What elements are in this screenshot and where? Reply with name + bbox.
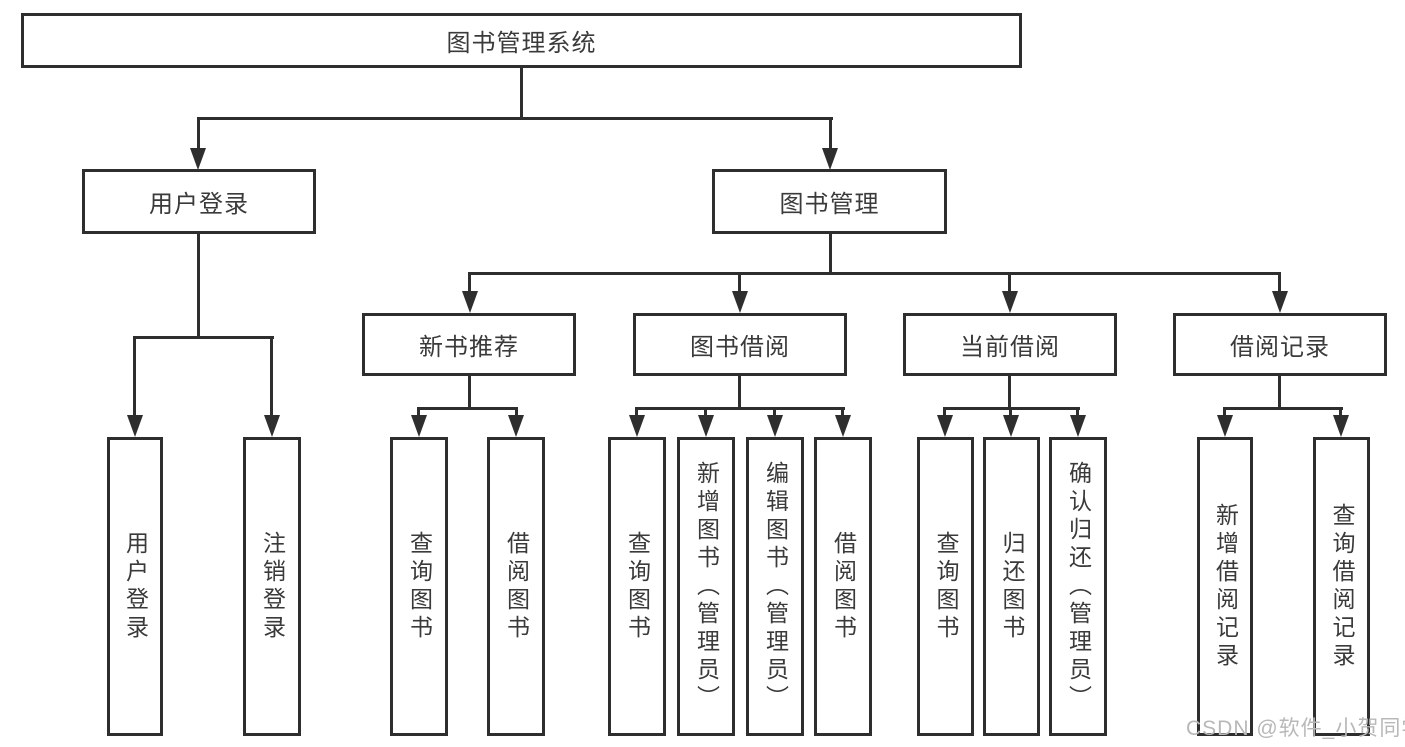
node-query-books-current: 查询图书: [917, 437, 974, 736]
connector-drop: [1339, 407, 1342, 417]
node-library-management-system-label: 图书管理系统: [446, 30, 597, 57]
node-return-books-label: 归还图书: [999, 530, 1025, 643]
connector-drop: [1223, 407, 1226, 417]
arrow-down-icon: [1002, 291, 1018, 313]
node-add-books-admin-label: 新增图书（管理员）: [693, 460, 720, 713]
node-edit-books-admin: 编辑图书（管理员）: [746, 437, 804, 736]
arrow-down-icon: [190, 148, 206, 170]
node-library-management-system: 图书管理系统: [21, 13, 1022, 68]
node-query-books-recommend-label: 查询图书: [406, 530, 433, 643]
node-borrow-records: 借阅记录: [1173, 313, 1387, 376]
connector-drop: [704, 407, 707, 417]
node-query-books-borrow: 查询图书: [608, 437, 666, 736]
connector-user-login-stem: [197, 234, 200, 338]
node-borrow-books-leaf: 借阅图书: [814, 437, 872, 736]
arrow-down-icon: [462, 291, 478, 313]
arrow-down-icon: [1070, 415, 1086, 437]
connector-book-management-stem: [829, 234, 832, 275]
node-return-books: 归还图书: [983, 437, 1040, 736]
arrow-down-icon: [822, 148, 838, 170]
node-add-borrow-record: 新增借阅记录: [1197, 437, 1253, 736]
arrow-down-icon: [508, 415, 524, 437]
arrow-down-icon: [1003, 415, 1019, 437]
connector-drop-new-book: [468, 272, 471, 291]
connector-drop: [1076, 407, 1079, 417]
arrow-down-icon: [411, 415, 427, 437]
node-current-borrow-label: 当前借阅: [960, 334, 1060, 361]
connector-drop: [773, 407, 776, 417]
connector-book-borrow-stem: [738, 376, 741, 410]
node-logout-leaf: 注销登录: [243, 437, 301, 736]
node-user-login-label: 用户登录: [149, 191, 249, 218]
connector-drop: [943, 407, 946, 417]
arrow-down-icon: [835, 415, 851, 437]
connector-drop-current-borrow: [1008, 272, 1011, 291]
arrow-down-icon: [264, 415, 280, 437]
connector-drop-book-management: [829, 117, 832, 151]
connector-book-borrow-splitter: [635, 407, 845, 410]
arrow-down-icon: [698, 415, 714, 437]
node-query-borrow-record: 查询借阅记录: [1313, 437, 1370, 736]
node-borrow-books-recommend-label: 借阅图书: [503, 530, 530, 643]
node-query-books-recommend: 查询图书: [390, 437, 448, 736]
node-edit-books-admin-label: 编辑图书（管理员）: [762, 460, 789, 713]
arrow-down-icon: [1217, 415, 1233, 437]
connector-new-book-splitter: [417, 407, 518, 410]
node-logout-leaf-label: 注销登录: [259, 530, 286, 643]
connector-user-login-splitter: [133, 336, 274, 339]
connector-drop: [635, 407, 638, 417]
node-borrow-books-leaf-label: 借阅图书: [830, 530, 857, 643]
node-confirm-return-admin-label: 确认归还（管理员）: [1065, 460, 1092, 713]
connector-drop-login: [133, 336, 136, 417]
node-login-leaf: 用户登录: [107, 437, 163, 736]
connector-drop: [515, 407, 518, 417]
node-user-login: 用户登录: [82, 169, 316, 234]
arrow-down-icon: [732, 291, 748, 313]
arrow-down-icon: [1333, 415, 1349, 437]
connector-level2-splitter: [468, 272, 1281, 275]
node-new-book-recommend: 新书推荐: [362, 313, 576, 376]
node-confirm-return-admin: 确认归还（管理员）: [1049, 437, 1107, 736]
node-login-leaf-label: 用户登录: [122, 530, 149, 643]
arrow-down-icon: [767, 415, 783, 437]
node-query-books-current-label: 查询图书: [933, 530, 959, 643]
node-book-management-label: 图书管理: [779, 191, 880, 218]
node-borrow-records-label: 借阅记录: [1230, 334, 1330, 361]
node-book-borrow: 图书借阅: [633, 313, 847, 376]
connector-root-splitter: [197, 117, 833, 120]
connector-root-stem: [520, 68, 523, 117]
connector-drop: [841, 407, 844, 417]
arrow-down-icon: [127, 415, 143, 437]
connector-drop-user-login: [197, 117, 200, 151]
connector-drop-borrow-records: [1278, 272, 1281, 291]
node-query-borrow-record-label: 查询借阅记录: [1329, 502, 1355, 671]
node-book-borrow-label: 图书借阅: [690, 334, 790, 361]
csdn-watermark: CSDN @软件_小贺同学: [1186, 717, 1405, 740]
connector-drop-logout: [270, 336, 273, 417]
arrow-down-icon: [629, 415, 645, 437]
arrow-down-icon: [937, 415, 953, 437]
connector-drop-book-borrow: [738, 272, 741, 291]
connector-drop: [1009, 407, 1012, 417]
connector-current-borrow-stem: [1008, 376, 1011, 410]
node-book-management: 图书管理: [712, 169, 947, 234]
node-new-book-recommend-label: 新书推荐: [419, 334, 519, 361]
connector-borrow-records-splitter: [1223, 407, 1343, 410]
arrow-down-icon: [1272, 291, 1288, 313]
connector-new-book-stem: [468, 376, 471, 410]
node-borrow-books-recommend: 借阅图书: [487, 437, 545, 736]
connector-drop: [417, 407, 420, 417]
connector-borrow-records-stem: [1278, 376, 1281, 410]
node-add-borrow-record-label: 新增借阅记录: [1212, 502, 1239, 671]
node-add-books-admin: 新增图书（管理员）: [677, 437, 735, 736]
node-query-books-borrow-label: 查询图书: [624, 530, 651, 643]
node-current-borrow: 当前借阅: [903, 313, 1117, 376]
